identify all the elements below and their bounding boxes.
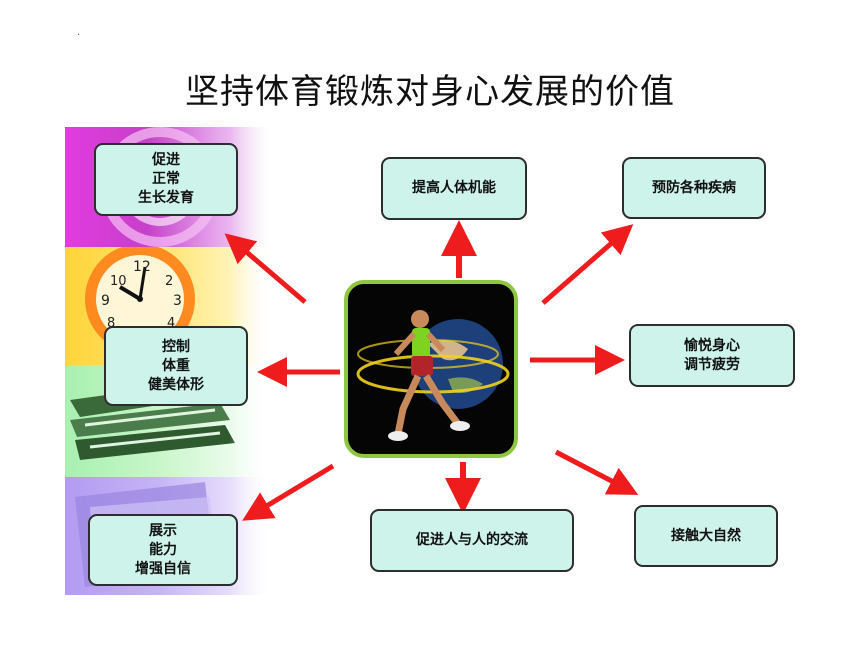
arrow-down-left <box>242 463 335 521</box>
svg-text:3: 3 <box>173 293 182 309</box>
svg-text:4: 4 <box>167 316 175 331</box>
box-body-function: 提高人体机能 <box>381 157 527 220</box>
arrow-up-left <box>224 233 307 304</box>
box-social-exchange: 促进人与人的交流 <box>370 509 574 572</box>
box-control-weight: 控制 体重 健美体形 <box>104 326 248 406</box>
box-pleasant-mood: 愉悦身心 调节疲劳 <box>629 324 795 387</box>
slide-marker: · <box>77 30 81 41</box>
page-title: 坚持体育锻炼对身心发展的价值 <box>185 72 675 112</box>
box-prevent-disease: 预防各种疾病 <box>622 157 766 219</box>
box-nature: 接触大自然 <box>634 505 778 567</box>
runner-icon <box>356 310 510 441</box>
svg-text:9: 9 <box>101 293 110 309</box>
box-promote-growth: 促进 正常 生长发育 <box>94 143 238 216</box>
arrow-up-right <box>541 224 634 305</box>
arrow-down-right <box>554 449 639 495</box>
svg-text:12: 12 <box>133 259 151 275</box>
runner-image <box>344 280 518 458</box>
box-show-ability: 展示 能力 增强自信 <box>88 514 238 586</box>
svg-text:10: 10 <box>110 274 127 289</box>
svg-text:2: 2 <box>165 274 173 289</box>
svg-text:8: 8 <box>107 316 115 331</box>
